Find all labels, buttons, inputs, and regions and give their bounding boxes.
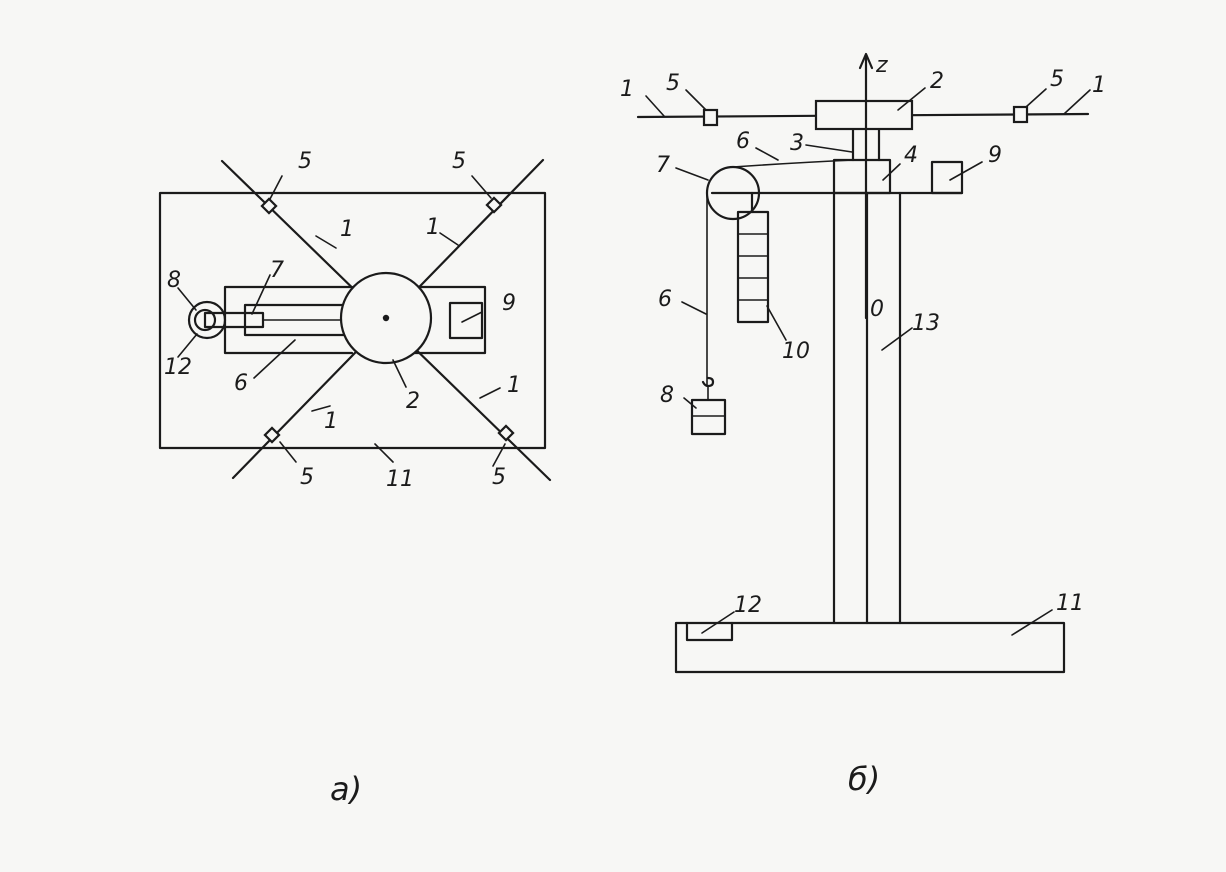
clamp-b-left (702, 108, 719, 127)
box-inner-a (448, 301, 484, 340)
leader-b-9 (949, 161, 983, 181)
hook-b (701, 376, 715, 388)
thread-b-top (732, 159, 854, 168)
label-b-7: 7 (656, 153, 670, 178)
disk-b (814, 99, 914, 131)
label-a-5-top-right: 5 (452, 149, 466, 174)
label-b-13: 13 (912, 311, 940, 336)
base-plate-a (158, 191, 547, 450)
stop-ring-a (187, 300, 227, 340)
leader-a-5br (492, 443, 506, 467)
leader-b-13 (881, 327, 913, 351)
leader-a-1tr (439, 232, 459, 246)
label-b-4: 4 (904, 143, 918, 168)
label-b-9: 9 (988, 143, 1002, 168)
leader-b-11 (1011, 609, 1053, 636)
label-b-6-side: 6 (658, 287, 672, 312)
label-b-8: 8 (660, 383, 674, 408)
label-a-5-bottom-right: 5 (492, 465, 506, 490)
leader-a-1bl (311, 405, 331, 412)
disk-center-a (382, 314, 390, 322)
label-origin: 0 (870, 297, 884, 322)
clamp-a-top-left (260, 197, 278, 215)
label-b-5-left: 5 (666, 71, 680, 96)
label-a-5-bottom-left: 5 (300, 465, 314, 490)
box-b (930, 160, 964, 195)
clamp-b-right (1012, 105, 1029, 124)
caption-a: a) (330, 770, 362, 808)
z-axis-arrow (858, 52, 874, 70)
leader-b-1r (1063, 89, 1091, 115)
leader-b-8 (683, 397, 697, 409)
leader-a-7 (251, 274, 271, 315)
leader-b-1l (645, 95, 665, 117)
leader-a-1tl (315, 235, 337, 249)
label-a-8: 8 (167, 268, 181, 293)
leader-b-5r (1025, 88, 1047, 108)
label-a-7: 7 (270, 258, 284, 283)
view-b: z 0 1 5 2 5 1 3 6 4 9 7 6 10 13 8 12 11 … (620, 52, 1106, 798)
label-a-2: 2 (406, 389, 420, 414)
label-a-6: 6 (234, 371, 248, 396)
leader-b-6top (755, 147, 779, 161)
leader-a-8 (177, 287, 197, 311)
leader-a-5tr (471, 175, 492, 199)
leader-a-5bl (279, 441, 297, 463)
leader-a-12 (177, 333, 198, 358)
box-outer-a (413, 285, 487, 355)
label-a-1-bottom-right: 1 (507, 373, 521, 398)
label-a-5-top-left: 5 (298, 149, 312, 174)
leader-b-7 (675, 167, 709, 181)
pulley-bracket-a (203, 311, 265, 329)
leader-a-11 (374, 443, 394, 463)
label-b-5-right: 5 (1050, 67, 1064, 92)
caption-b: б) (848, 760, 880, 798)
leader-b-3 (805, 144, 853, 153)
label-b-3: 3 (790, 131, 804, 156)
label-b-1-left: 1 (620, 77, 634, 102)
leader-a-2 (392, 359, 407, 388)
scale-b (736, 210, 770, 324)
label-b-6-top: 6 (736, 129, 750, 154)
label-a-1-top-left: 1 (340, 217, 354, 242)
weight-b (690, 398, 727, 436)
label-b-11: 11 (1056, 591, 1084, 616)
leader-b-6side (681, 301, 707, 315)
leader-a-9 (461, 311, 483, 323)
label-b-12: 12 (734, 593, 762, 618)
leader-a-1br (479, 387, 501, 399)
base-b (674, 621, 1066, 674)
weight-circle-a (193, 308, 217, 332)
label-a-11: 11 (386, 467, 414, 492)
leader-a-5tl (269, 175, 283, 200)
leader-b-4 (882, 163, 901, 181)
label-a-9: 9 (502, 291, 516, 316)
label-z-axis: z (875, 53, 888, 78)
label-a-12: 12 (164, 355, 192, 380)
clamp-a-top-right (485, 196, 503, 214)
leader-b-2 (897, 87, 926, 111)
leader-b-5l (685, 89, 707, 111)
bearing-b (832, 158, 892, 195)
leader-a-6 (253, 339, 296, 379)
label-b-2: 2 (930, 69, 944, 94)
label-b-1-right: 1 (1092, 73, 1106, 98)
clamp-a-bottom-left (263, 426, 281, 444)
clamp-a-bottom-right (497, 424, 515, 442)
label-a-1-top-right: 1 (426, 215, 440, 240)
stop-b (685, 621, 734, 642)
view-a: 5 5 1 1 8 7 12 6 9 2 1 1 5 11 5 a) (158, 149, 552, 808)
leader-b-12 (701, 611, 735, 634)
leader-b-10 (766, 305, 787, 341)
carriage-slot (243, 303, 354, 337)
label-b-10: 10 (782, 339, 810, 364)
label-a-1-bottom-left: 1 (324, 409, 338, 434)
